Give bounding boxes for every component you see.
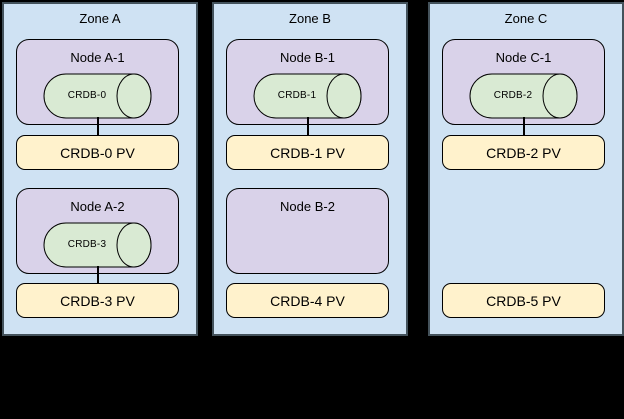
pv-label: CRDB-3 PV	[60, 292, 135, 309]
pod-label: CRDB-1	[277, 90, 317, 101]
zone-title: Zone C	[504, 11, 548, 26]
pv-box: CRDB-1 PV	[226, 135, 389, 170]
node-label: Node B-2	[280, 199, 335, 214]
node-b2-box: Node B-2	[226, 188, 389, 274]
database-cylinder-icon	[469, 73, 578, 119]
node-label: Node A-2	[70, 199, 125, 214]
node-b1-box: Node B-1 CRDB-1	[226, 39, 389, 125]
pv-label: CRDB-4 PV	[270, 292, 345, 309]
node-label: Node B-1	[280, 50, 335, 65]
node-label: Node A-1	[70, 50, 125, 65]
pod-to-pv-connector	[97, 117, 99, 136]
node-a1-box: Node A-1 CRDB-0	[16, 39, 179, 125]
node-c1-box: Node C-1 CRDB-2	[442, 39, 605, 125]
zone-title: Zone B	[289, 11, 331, 26]
crdb-pod-cylinder: CRDB-3	[43, 222, 153, 268]
pv-box: CRDB-0 PV	[16, 135, 179, 170]
crdb-pod-cylinder: CRDB-0	[43, 73, 153, 119]
database-cylinder-icon	[43, 222, 152, 268]
pv-label: CRDB-5 PV	[486, 292, 561, 309]
pv-box: CRDB-3 PV	[16, 283, 179, 318]
pod-to-pv-connector	[97, 266, 99, 284]
pv-label: CRDB-2 PV	[486, 144, 561, 161]
zone-c-panel: Zone C Node C-1 CRDB-2 CRDB-2 PV CRDB-5 …	[428, 2, 624, 336]
pod-label: CRDB-3	[67, 239, 107, 250]
pod-label: CRDB-0	[67, 90, 107, 101]
pod-to-pv-connector	[307, 117, 309, 136]
database-cylinder-icon	[43, 73, 152, 119]
pv-box: CRDB-2 PV	[442, 135, 605, 170]
crdb-pod-cylinder: CRDB-1	[253, 73, 363, 119]
pv-label: CRDB-1 PV	[270, 144, 345, 161]
pv-box: CRDB-4 PV	[226, 283, 389, 318]
pod-to-pv-connector	[523, 117, 525, 136]
pv-label: CRDB-0 PV	[60, 144, 135, 161]
node-a2-box: Node A-2 CRDB-3	[16, 188, 179, 274]
zone-title: Zone A	[79, 11, 121, 26]
pod-label: CRDB-2	[493, 90, 533, 101]
node-label: Node C-1	[495, 50, 552, 65]
zone-b-panel: Zone B Node B-1 CRDB-1 CRDB-1 PV Node B-…	[212, 2, 408, 336]
zone-a-panel: Zone A Node A-1 CRDB-0 CRDB-0 PV Node A-…	[2, 2, 198, 336]
crdb-pod-cylinder: CRDB-2	[469, 73, 579, 119]
database-cylinder-icon	[253, 73, 362, 119]
pv-box: CRDB-5 PV	[442, 283, 605, 318]
